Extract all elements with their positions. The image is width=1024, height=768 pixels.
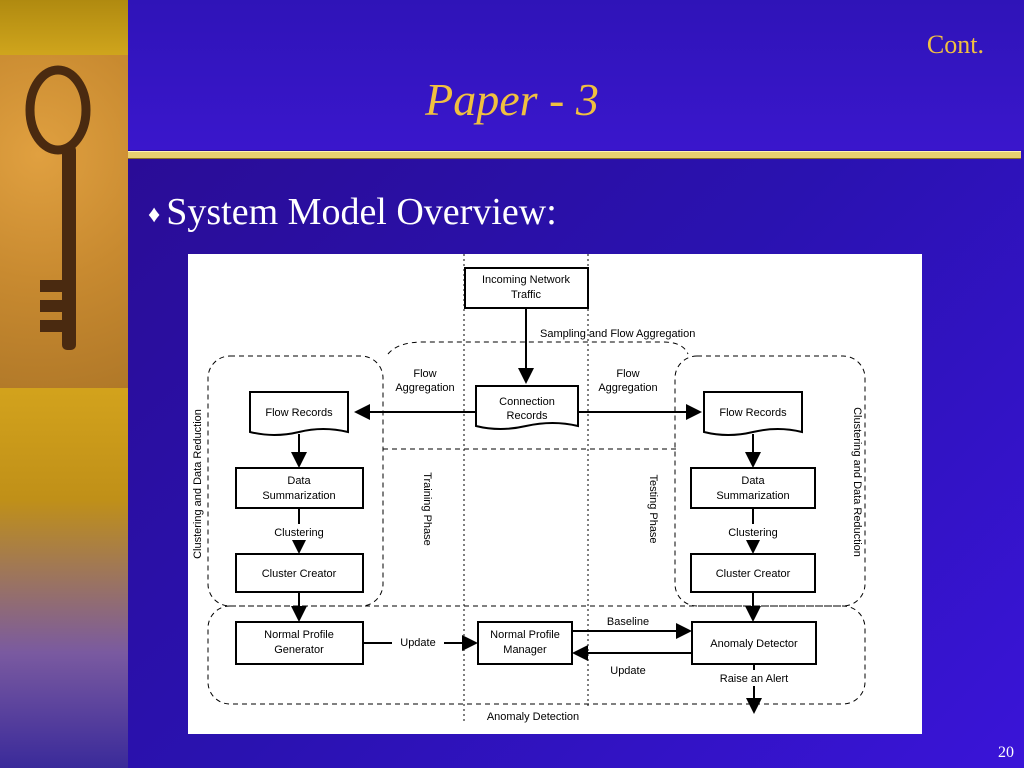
key-icon bbox=[25, 65, 91, 350]
anomaly-detector-box bbox=[691, 621, 817, 665]
clustering-reduction-left-label: Clustering and Data Reduction bbox=[192, 409, 204, 559]
flow-records-left-label: Flow Records bbox=[265, 407, 333, 419]
cluster-creator-right-label: Cluster Creator bbox=[716, 568, 791, 580]
flow-records-right-label: Flow Records bbox=[719, 407, 787, 419]
data-summarization-right-box bbox=[690, 467, 816, 509]
diagram-svg: Incoming Network Traffic Sampling and Fl… bbox=[192, 254, 866, 724]
baseline-label: Baseline bbox=[607, 616, 649, 628]
incoming-traffic-line1: Incoming Network bbox=[482, 274, 571, 286]
npg-line1: Normal Profile bbox=[264, 629, 334, 641]
connection-records-doc bbox=[475, 385, 579, 430]
title-area bbox=[128, 0, 1024, 150]
connection-records-line2: Records bbox=[507, 410, 548, 422]
key-photo bbox=[0, 55, 128, 388]
clustering-left-label: Clustering bbox=[274, 527, 324, 539]
incoming-traffic-line2: Traffic bbox=[511, 289, 541, 301]
npg-line2: Generator bbox=[274, 644, 324, 656]
connection-records-line1: Connection bbox=[499, 396, 555, 408]
page-number: 20 bbox=[998, 744, 1014, 761]
update-right-label: Update bbox=[610, 665, 645, 677]
npm-line2: Manager bbox=[503, 644, 547, 656]
flow-agg-right-line2: Aggregation bbox=[598, 382, 657, 394]
cluster-creator-left-box bbox=[235, 553, 364, 593]
diamond-bullet-icon: ♦ bbox=[148, 201, 161, 228]
data-summarization-left-line2: Summarization bbox=[262, 490, 335, 502]
testing-cluster-region bbox=[674, 355, 866, 607]
training-phase-label: Training Phase bbox=[421, 472, 433, 546]
incoming-traffic-box bbox=[464, 267, 589, 309]
clustering-right-label: Clustering bbox=[728, 527, 778, 539]
flow-records-left-doc bbox=[249, 391, 349, 436]
flow-agg-left-line2: Aggregation bbox=[395, 382, 454, 394]
flow-agg-right-line1: Flow bbox=[616, 368, 639, 380]
data-summarization-left-line1: Data bbox=[287, 475, 311, 487]
cluster-creator-left-label: Cluster Creator bbox=[262, 568, 337, 580]
slide-title: Paper - 3 bbox=[425, 74, 599, 125]
clustering-reduction-right-label: Clustering and Data Reduction bbox=[851, 407, 863, 557]
title-divider bbox=[128, 151, 1021, 159]
data-summarization-left-box bbox=[235, 467, 364, 509]
anomaly-detection-region bbox=[207, 605, 866, 705]
anomaly-detection-label: Anomaly Detection bbox=[487, 711, 579, 723]
bullet-text: System Model Overview: bbox=[166, 191, 557, 233]
cont-label: Cont. bbox=[926, 30, 984, 59]
bullet-item: ♦System Model Overview: bbox=[148, 190, 557, 234]
anomaly-detector-label: Anomaly Detector bbox=[710, 638, 798, 650]
update-left-label: Update bbox=[400, 637, 435, 649]
sampling-label: Sampling and Flow Aggregation bbox=[540, 328, 695, 340]
testing-phase-label: Testing Phase bbox=[647, 474, 659, 543]
raise-alert-label: Raise an Alert bbox=[720, 673, 788, 685]
data-summarization-right-line2: Summarization bbox=[716, 490, 789, 502]
npm-line1: Normal Profile bbox=[490, 629, 560, 641]
flow-records-right-doc bbox=[703, 391, 803, 436]
flow-agg-left-line1: Flow bbox=[413, 368, 436, 380]
system-model-diagram: Incoming Network Traffic Sampling and Fl… bbox=[188, 254, 922, 734]
data-summarization-right-line1: Data bbox=[741, 475, 765, 487]
normal-profile-manager-box bbox=[477, 621, 573, 665]
